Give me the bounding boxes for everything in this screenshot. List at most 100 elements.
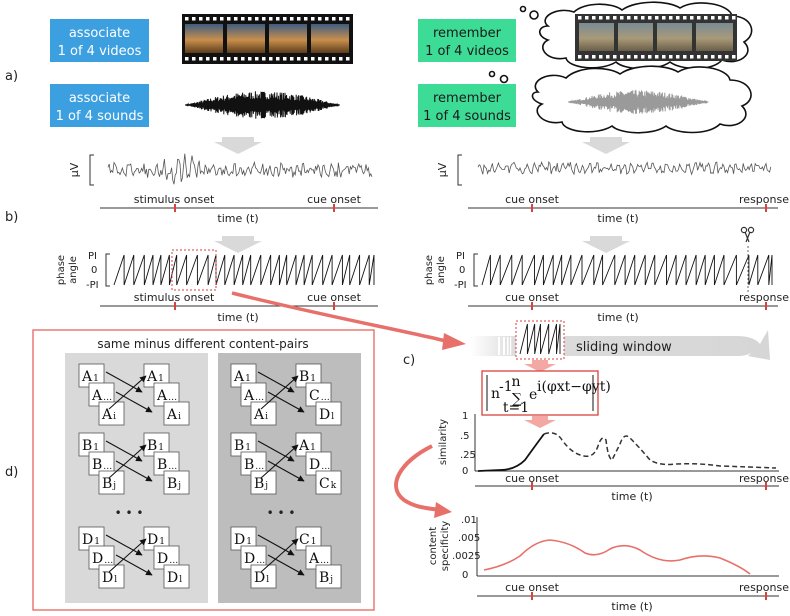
content-card: D… <box>88 545 115 570</box>
content-card: A1 <box>143 363 170 388</box>
specificity-ylabel-2: specificity <box>440 521 451 571</box>
content-card: Bj <box>250 470 277 495</box>
similarity-xlabel: time (t) <box>611 490 652 503</box>
phase-tick-0-right: 0 <box>459 265 465 276</box>
phase-time-axis-right: time (t) <box>597 311 638 324</box>
remember-sound-line2: 1 of 4 sounds <box>423 109 511 124</box>
formula-exp-base: e <box>529 387 537 403</box>
cue-onset-label-right: cue onset <box>505 193 559 206</box>
similarity-cue-onset-label: cue onset <box>505 472 559 485</box>
content-card: B… <box>240 451 267 476</box>
down-arrow-icon <box>214 137 630 253</box>
pair-arrow <box>105 440 143 462</box>
cue-onset-label-left: cue onset <box>307 193 361 206</box>
phase-ylabel-right-1: phase <box>424 255 435 285</box>
panel-label-a: a) <box>5 69 18 84</box>
phase-ylabel-left-1: phase <box>56 255 67 285</box>
panel-label-c: c) <box>403 353 415 368</box>
content-card: A… <box>305 545 332 570</box>
phase-tick-0-left: 0 <box>91 265 97 276</box>
pair-arrow <box>257 534 295 556</box>
content-card: D1 <box>143 526 170 551</box>
content-card: A… <box>88 382 115 407</box>
pair-arrow <box>267 391 305 413</box>
content-card: A1 <box>78 363 105 388</box>
formula-sum-bottom: t=1 <box>503 400 529 416</box>
pairs-ellipsis: • • • <box>267 506 296 520</box>
panel-label-d: d) <box>5 465 18 480</box>
pair-arrow <box>267 554 305 576</box>
content-card: Ai <box>250 401 277 426</box>
content-card: D1 <box>78 526 105 551</box>
phase-tick-negpi-left: -PI <box>86 280 99 291</box>
content-card: Dl <box>163 564 190 589</box>
down-arrow-icon <box>524 360 556 372</box>
phase-tick-pi-left: PI <box>88 251 97 262</box>
eeg-right: µV cue onset response time (t) <box>436 154 789 225</box>
content-card: Dl <box>315 401 342 426</box>
similarity-tick-05: .5 <box>460 431 470 442</box>
phase-cue-onset-label-left: cue onset <box>307 291 361 304</box>
content-card: D… <box>305 451 332 476</box>
phase-time-axis-left: time (t) <box>217 311 258 324</box>
specificity-response-label: response <box>739 581 789 594</box>
associate-video-line2: 1 of 4 videos <box>58 44 142 59</box>
specificity-cue-onset-label: cue onset <box>505 581 559 594</box>
phase-ylabel-right-2: angle <box>436 256 447 284</box>
content-pairs-panel: same minus different content-pairs A1A…A… <box>32 329 375 611</box>
sound-waveform <box>185 91 341 119</box>
sliding-window-label: sliding window <box>576 340 672 355</box>
formula-sum-top: n <box>511 374 520 390</box>
content-card: A1 <box>230 363 257 388</box>
content-card: A… <box>153 382 180 407</box>
pair-arrow <box>260 444 299 479</box>
time-axis-label-left: time (t) <box>217 212 258 225</box>
similarity-formula: n -1 n ∑ t=1 e i(φxt−φyt) <box>481 370 611 416</box>
pair-arrow <box>115 554 153 576</box>
remember-video-line2: 1 of 4 videos <box>425 44 509 59</box>
content-card: Ck <box>315 470 342 495</box>
content-card: A1 <box>295 432 322 457</box>
sliding-window-box <box>515 320 565 360</box>
content-card: B1 <box>295 363 322 388</box>
similarity-tick-025: .25 <box>460 450 476 461</box>
phase-left: phase angle PI 0 -PI stimulus onset cue … <box>56 249 378 324</box>
eeg-unit-left: µV <box>68 162 81 177</box>
remember-video-label: remember 1 of 4 videos <box>418 19 516 62</box>
window-transfer-arrow <box>231 291 466 350</box>
stimulus-onset-label: stimulus onset <box>134 193 215 206</box>
content-card: C… <box>305 382 332 407</box>
response-label-right: response <box>739 193 789 206</box>
pair-arrow <box>105 534 143 556</box>
formula-exponent: i(φxt−φyt) <box>537 379 611 395</box>
similarity-response-label: response <box>739 472 789 485</box>
content-card: B1 <box>143 432 170 457</box>
sliding-window-band: sliding window <box>470 330 770 360</box>
remember-sound-line1: remember <box>433 91 502 106</box>
pair-arrow <box>108 538 147 573</box>
pair-arrow <box>257 371 295 393</box>
similarity-tick-1: 1 <box>462 411 468 422</box>
associate-sound-line1: associate <box>69 91 130 106</box>
scissors-icon <box>740 226 755 243</box>
panel-label-b: b) <box>5 210 18 225</box>
pair-arrow <box>267 460 305 482</box>
pair-arrow <box>260 538 299 573</box>
content-card: Ai <box>98 401 125 426</box>
content-card: Bj <box>315 564 342 589</box>
similarity-ylabel: similarity <box>438 419 449 465</box>
content-pairs-title: same minus different content-pairs <box>97 337 308 351</box>
content-card: C1 <box>295 526 322 551</box>
remembered-film-strip <box>575 14 737 61</box>
phase-stimulus-onset-label: stimulus onset <box>134 291 215 304</box>
pairs-ellipsis: • • • <box>115 506 144 520</box>
time-axis-label-right: time (t) <box>597 212 638 225</box>
specificity-xlabel: time (t) <box>611 600 652 613</box>
specificity-tick-0025: .0025 <box>452 551 481 562</box>
pair-arrow <box>108 375 147 410</box>
eeg-left: µV stimulus onset cue onset time (t) <box>68 153 378 225</box>
video-film-strip <box>182 14 353 64</box>
phase-ylabel-left-2: angle <box>68 256 79 284</box>
phase-tick-pi-right: PI <box>456 251 465 262</box>
